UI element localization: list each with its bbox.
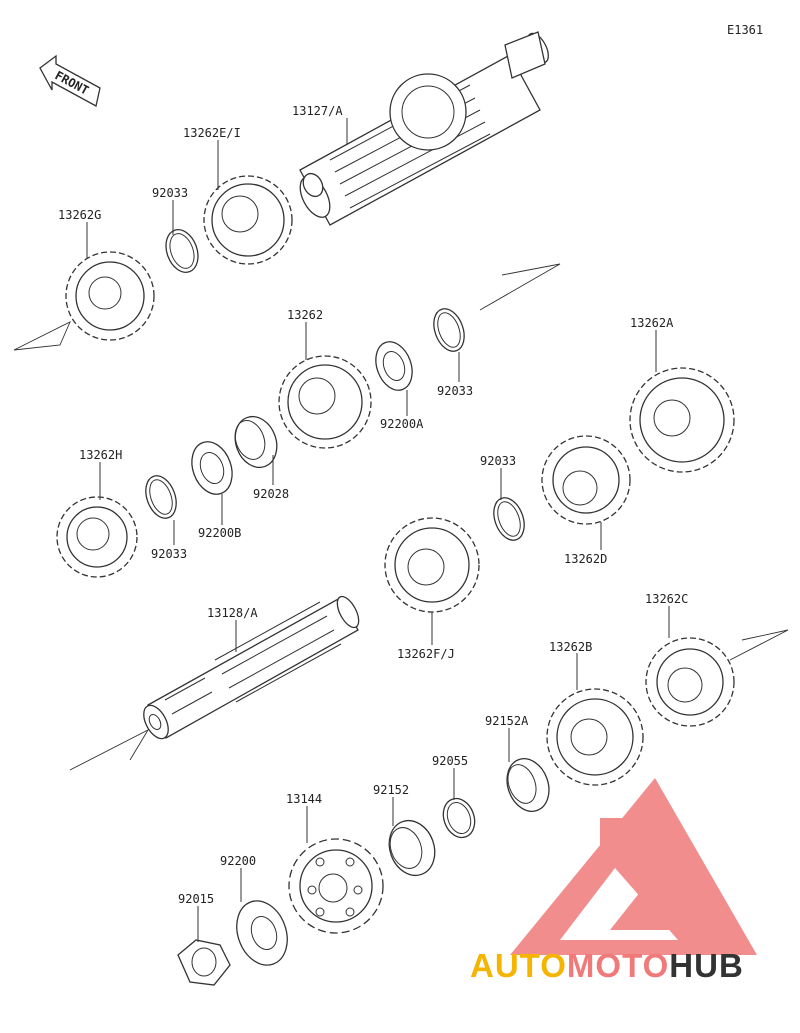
circlip-92033c-icon (145, 475, 177, 519)
brand-wordmark: AUTOMOTOHUB (470, 947, 800, 985)
washer-92200a-icon (375, 341, 413, 391)
label-13262g: 13262G (58, 208, 101, 222)
label-92200: 92200 (220, 854, 256, 868)
brand-logo-icon (510, 778, 757, 955)
oring-92055-icon (442, 797, 476, 839)
circlip-92033b-icon (433, 308, 465, 352)
shaft-13127a-icon (299, 31, 549, 226)
label-92028: 92028 (253, 487, 289, 501)
washer-92200b-icon (191, 441, 233, 495)
label-13262b: 13262B (549, 640, 592, 654)
brand-part-hub: HUB (669, 947, 744, 984)
brand-part-moto: MOTO (566, 947, 670, 984)
assembly-guide-lines (13, 263, 789, 771)
label-92200a: 92200A (380, 417, 424, 431)
label-92015: 92015 (178, 892, 214, 906)
gear-13262-icon (278, 355, 372, 449)
label-13262a: 13262A (630, 316, 674, 330)
gear-13262a-icon (629, 367, 735, 473)
gear-13262h-icon (56, 496, 138, 578)
label-92033-a: 92033 (152, 186, 188, 200)
gear-13262g-icon (65, 251, 155, 341)
label-92200b: 92200B (198, 526, 241, 540)
label-13144: 13144 (286, 792, 322, 806)
leader-lines (86, 118, 670, 942)
label-92152a: 92152A (485, 714, 529, 728)
label-92055: 92055 (432, 754, 468, 768)
circlip-92033d-icon (493, 497, 525, 541)
label-13262c: 13262C (645, 592, 688, 606)
diagram-code: E1361 (727, 23, 763, 37)
circlip-92033a-icon (165, 229, 199, 273)
washer-92200-icon (236, 900, 288, 966)
label-13262: 13262 (287, 308, 323, 322)
label-13262ei: 13262E/I (183, 126, 241, 140)
gear-13262d-icon (541, 435, 631, 525)
collar-92152a-icon (506, 758, 550, 812)
label-13262h: 13262H (79, 448, 122, 462)
gear-13262b-icon (546, 688, 644, 786)
gear-13262ei-icon (203, 175, 293, 265)
label-13262fj: 13262F/J (397, 647, 455, 661)
gear-13262fj-icon (384, 517, 480, 613)
gear-13262c-icon (645, 637, 735, 727)
collar-92152-icon (388, 819, 436, 877)
sprocket-13144-icon (288, 838, 384, 934)
label-92033-c: 92033 (151, 547, 187, 561)
part-labels: 13127/A 13262E/I 92033 13262G 13262 9220… (58, 104, 688, 906)
bearing-92028-icon (234, 415, 278, 469)
label-92033-d: 92033 (480, 454, 516, 468)
label-92152: 92152 (373, 783, 409, 797)
shaft-13128a-icon (143, 595, 360, 740)
label-13127a: 13127/A (292, 104, 343, 118)
nut-92015-icon (177, 939, 231, 986)
front-arrow-icon: FRONT (39, 54, 101, 107)
label-92033-b: 92033 (437, 384, 473, 398)
brand-part-auto: AUTO (470, 947, 567, 984)
label-13262d: 13262D (564, 552, 607, 566)
label-13128a: 13128/A (207, 606, 258, 620)
